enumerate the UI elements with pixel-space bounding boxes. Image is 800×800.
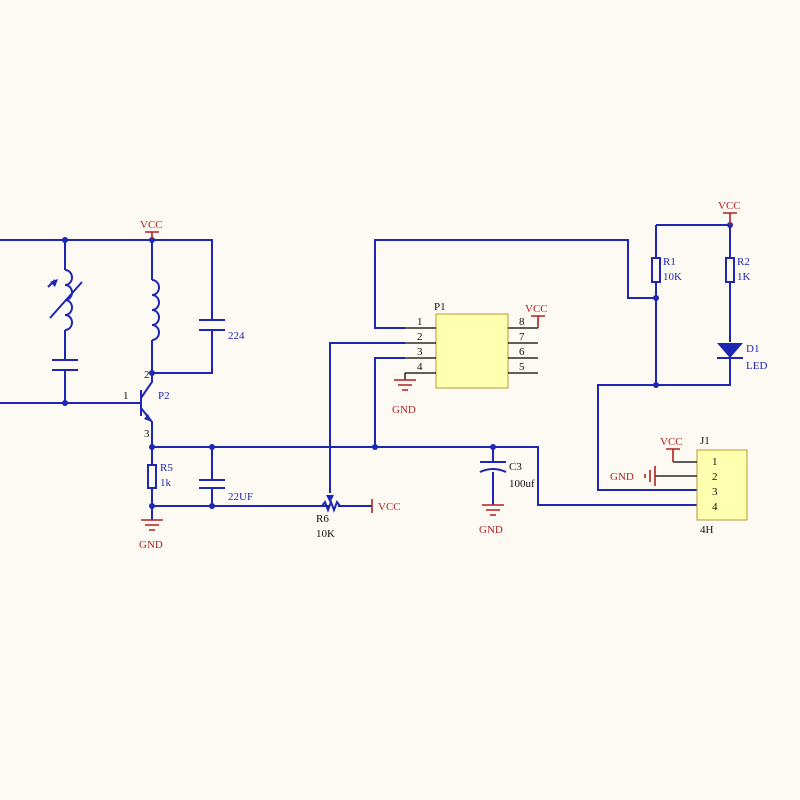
r6-designator: R6	[316, 513, 329, 525]
vcc-label: VCC	[525, 303, 548, 315]
junction-dot	[372, 444, 378, 450]
vcc-symbol-r6: VCC	[371, 499, 401, 513]
capacitor-22uf: 22UF	[199, 479, 253, 503]
vcc-symbol-p1: VCC	[525, 303, 548, 328]
vcc-label: VCC	[660, 436, 683, 448]
junction-dot	[62, 400, 68, 406]
p2-pin2: 2	[144, 369, 150, 381]
resistor-r5: R5 1k	[147, 462, 173, 489]
d1-designator: D1	[746, 343, 759, 355]
vcc-label: VCC	[718, 200, 741, 212]
p1-designator: P1	[434, 301, 446, 313]
variable-inductor	[47, 269, 83, 331]
r5-designator: R5	[160, 462, 173, 474]
c3-value: 100uf	[509, 478, 535, 490]
p1-pin: 8	[519, 316, 525, 328]
gnd-symbol-p1: GND	[392, 373, 416, 416]
p2-designator: P2	[158, 390, 170, 402]
gnd-label: GND	[139, 539, 163, 551]
p2-pin3: 3	[144, 428, 150, 440]
j1-pin: 1	[712, 456, 718, 468]
ic-p1: P1 1 2 3 4 8 7 6 5	[405, 301, 538, 389]
gnd-label: GND	[392, 404, 416, 416]
junction-dot	[209, 444, 215, 450]
p1-pin: 5	[519, 361, 525, 373]
p1-pin: 1	[417, 316, 423, 328]
c3-designator: C3	[509, 461, 522, 473]
j1-designator: J1	[700, 435, 710, 447]
capacitor-c3: C3 100uf	[479, 461, 535, 490]
junction-dot	[62, 237, 68, 243]
junction-dot	[149, 444, 155, 450]
capacitor-224-value: 224	[228, 330, 245, 342]
r5-value: 1k	[160, 477, 172, 489]
inductor	[151, 279, 160, 341]
vcc-label: VCC	[140, 219, 163, 231]
p1-pin: 7	[519, 331, 525, 343]
transistor-p2: 1 2 3 P2	[123, 369, 170, 440]
led-d1: D1 LED	[717, 343, 767, 372]
junction-dot	[149, 370, 155, 376]
vcc-symbol-top: VCC	[140, 219, 163, 240]
r6-value: 10K	[316, 528, 335, 540]
connector-j1: J1 1 2 3 4 4H	[655, 435, 748, 536]
junctions	[62, 222, 733, 509]
vcc-symbol-right: VCC	[718, 200, 741, 225]
junction-dot	[653, 382, 659, 388]
j1-body	[696, 449, 748, 521]
vcc-symbol-j1: VCC	[660, 436, 683, 462]
j1-value: 4H	[700, 524, 714, 536]
potentiometer-r6: R6 10K	[316, 495, 341, 540]
resistor-r2: R2 1K	[725, 256, 751, 283]
junction-dot	[653, 295, 659, 301]
p1-pin: 3	[417, 346, 423, 358]
capacitor-22uf-value: 22UF	[228, 491, 253, 503]
r2-designator: R2	[737, 256, 750, 268]
p1-pin: 6	[519, 346, 525, 358]
gnd-label: GND	[479, 524, 503, 536]
capacitor-224: 224	[199, 319, 245, 342]
j1-pin: 4	[712, 501, 718, 513]
r1-value: 10K	[663, 271, 682, 283]
junction-dot	[209, 503, 215, 509]
resistor-r1: R1 10K	[651, 256, 682, 283]
gnd-label: GND	[610, 471, 634, 483]
junction-dot	[490, 444, 496, 450]
d1-value: LED	[746, 360, 767, 372]
trimmer-capacitor	[52, 359, 78, 371]
p1-pin: 4	[417, 361, 423, 373]
vcc-label: VCC	[378, 501, 401, 513]
p2-pin1: 1	[123, 390, 129, 402]
gnd-symbol-c3: GND	[479, 504, 504, 536]
j1-pin: 3	[712, 486, 718, 498]
r1-designator: R1	[663, 256, 676, 268]
j1-pin: 2	[712, 471, 718, 483]
ic-p1-body	[435, 313, 509, 389]
p1-pin: 2	[417, 331, 423, 343]
gnd-symbol-r5: GND	[139, 519, 163, 551]
r2-value: 1K	[737, 271, 751, 283]
junction-dot	[149, 503, 155, 509]
gnd-symbol-j1: GND	[610, 466, 656, 486]
